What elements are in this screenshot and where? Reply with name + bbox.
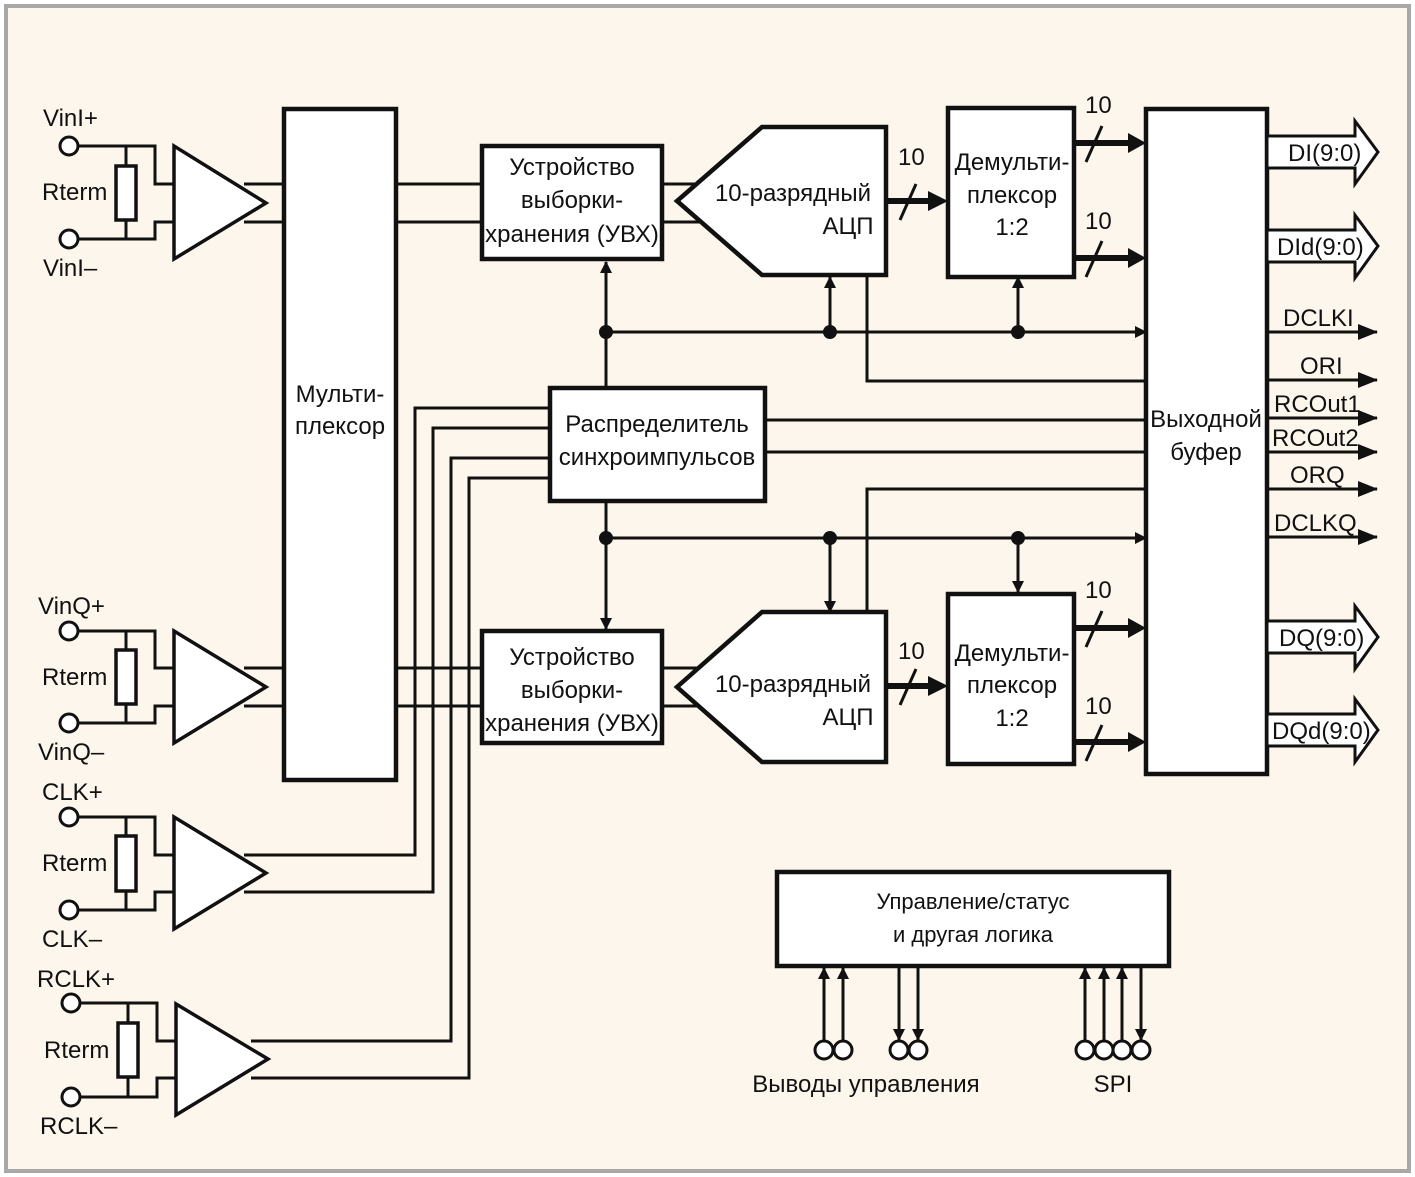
output-orq-label: ORQ xyxy=(1290,462,1345,489)
output-dqd-label: DQd(9:0) xyxy=(1272,718,1371,745)
control-logic-block xyxy=(774,869,1172,969)
demux-block-q xyxy=(945,591,1077,767)
sample-hold-label-line3: хранения (УВХ) xyxy=(485,710,659,737)
rterm-resistor xyxy=(114,648,138,706)
vin-q-amplifier xyxy=(172,627,270,747)
output-dclkq-label: DCLKQ xyxy=(1274,510,1357,537)
demux-label-line1: Демульти- xyxy=(955,149,1070,176)
bus-width-label: 10 xyxy=(1085,577,1112,604)
clock-distributor-label-line1: Распределитель xyxy=(565,411,748,438)
control-logic-label-line2: и другая логика xyxy=(893,922,1054,947)
vin-q-minus-label: VinQ– xyxy=(38,739,105,766)
bus-width-label: 10 xyxy=(1085,208,1112,235)
output-dclki-label: DCLKI xyxy=(1283,305,1354,332)
spi-pin xyxy=(1074,1039,1096,1061)
output-rcout2-label: RCOut2 xyxy=(1272,425,1359,452)
output-ori-label: ORI xyxy=(1300,353,1343,380)
control-pin xyxy=(907,1039,929,1061)
control-logic-label-line1: Управление/статус xyxy=(876,889,1069,914)
demux-label-line3: 1:2 xyxy=(995,214,1028,241)
output-bus-arrow xyxy=(1265,116,1380,189)
rclk-minus-pin xyxy=(60,1086,82,1108)
multiplexer-label-line1: Мульти- xyxy=(296,381,385,408)
multiplexer-label-line2: плексор xyxy=(295,413,385,440)
output-buffer-block xyxy=(1143,106,1270,777)
output-did-label: DId(9:0) xyxy=(1277,234,1364,261)
sample-hold-label-line3: хранения (УВХ) xyxy=(485,221,659,248)
clk-plus-label: CLK+ xyxy=(42,779,103,806)
vin-i-minus-label: VinI– xyxy=(43,255,98,282)
sample-hold-block-q xyxy=(479,628,665,746)
input-clk: CLK+ Rterm CLK– xyxy=(42,779,270,953)
vin-i-plus-pin xyxy=(58,135,80,157)
vin-i-plus-label: VinI+ xyxy=(43,105,98,132)
output-di-label: DI(9:0) xyxy=(1288,140,1361,167)
rterm-label: Rterm xyxy=(42,664,107,691)
demux-label-line1: Демульти- xyxy=(955,640,1070,667)
rterm-resistor xyxy=(114,164,138,222)
bus-width-label: 10 xyxy=(1085,92,1112,119)
adc-block-i xyxy=(673,124,889,278)
control-pin xyxy=(888,1039,910,1061)
demux-label-line3: 1:2 xyxy=(995,705,1028,732)
vin-i-amplifier xyxy=(172,142,270,263)
output-bus-arrow xyxy=(1265,601,1380,674)
output-buffer-label-line1: Выходной xyxy=(1150,406,1262,433)
rterm-label: Rterm xyxy=(42,850,107,877)
output-buffer-label-line2: буфер xyxy=(1170,439,1241,466)
input-rclk: RCLK+ Rterm RCLK– xyxy=(37,966,272,1140)
demux-label-line2: плексор xyxy=(967,182,1057,209)
spi-pin xyxy=(1111,1039,1133,1061)
multiplexer-block xyxy=(281,106,399,783)
sample-hold-label-line2: выборки- xyxy=(521,677,623,704)
rterm-label: Rterm xyxy=(44,1037,109,1064)
control-pin xyxy=(813,1039,835,1061)
demux-block-i xyxy=(945,105,1077,280)
rclk-minus-label: RCLK– xyxy=(40,1113,118,1140)
adc-block-q xyxy=(673,609,889,765)
control-pins-label: Выводы управления xyxy=(752,1071,979,1098)
spi-pin xyxy=(1130,1039,1152,1061)
adc-label-line2: АЦП xyxy=(822,213,873,240)
rclk-plus-pin xyxy=(60,992,82,1014)
vin-i-minus-pin xyxy=(58,228,80,250)
adc-label-line1: 10-разрядный xyxy=(715,671,871,698)
output-dq-label: DQ(9:0) xyxy=(1279,625,1364,652)
rclk-plus-label: RCLK+ xyxy=(37,966,115,993)
sample-hold-label-line1: Устройство xyxy=(509,154,635,181)
vin-q-plus-label: VinQ+ xyxy=(38,593,105,620)
vin-q-minus-pin xyxy=(58,712,80,734)
rterm-label: Rterm xyxy=(42,179,107,206)
clk-minus-label: CLK– xyxy=(42,926,103,953)
output-rcout1-label: RCOut1 xyxy=(1274,391,1361,418)
clk-amplifier xyxy=(172,813,270,933)
clk-minus-pin xyxy=(58,899,80,921)
rterm-resistor xyxy=(116,1021,140,1079)
spi-label: SPI xyxy=(1094,1071,1133,1098)
bus-width-label: 10 xyxy=(898,144,925,171)
clock-distributor-block xyxy=(547,385,768,504)
demux-label-line2: плексор xyxy=(967,672,1057,699)
spi-pin xyxy=(1093,1039,1115,1061)
bus-width-label: 10 xyxy=(1085,693,1112,720)
bus-width-label: 10 xyxy=(898,638,925,665)
control-pin xyxy=(832,1039,854,1061)
rterm-resistor xyxy=(114,834,138,893)
sample-hold-label-line2: выборки- xyxy=(521,187,623,214)
clk-plus-pin xyxy=(58,806,80,828)
input-vin-i: VinI+ Rterm VinI– xyxy=(42,105,270,282)
adc-label-line2: АЦП xyxy=(822,704,873,731)
output-bus-arrow xyxy=(1265,694,1380,767)
sample-hold-block-i xyxy=(479,143,665,262)
rclk-amplifier xyxy=(174,1000,272,1119)
adc-label-line1: 10-разрядный xyxy=(715,180,871,207)
sample-hold-label-line1: Устройство xyxy=(509,644,635,671)
clock-distributor-label-line2: синхроимпульсов xyxy=(559,444,756,471)
vin-q-plus-pin xyxy=(58,620,80,642)
output-bus-arrow xyxy=(1265,210,1380,283)
input-vin-q: VinQ+ Rterm VinQ– xyxy=(38,593,270,766)
